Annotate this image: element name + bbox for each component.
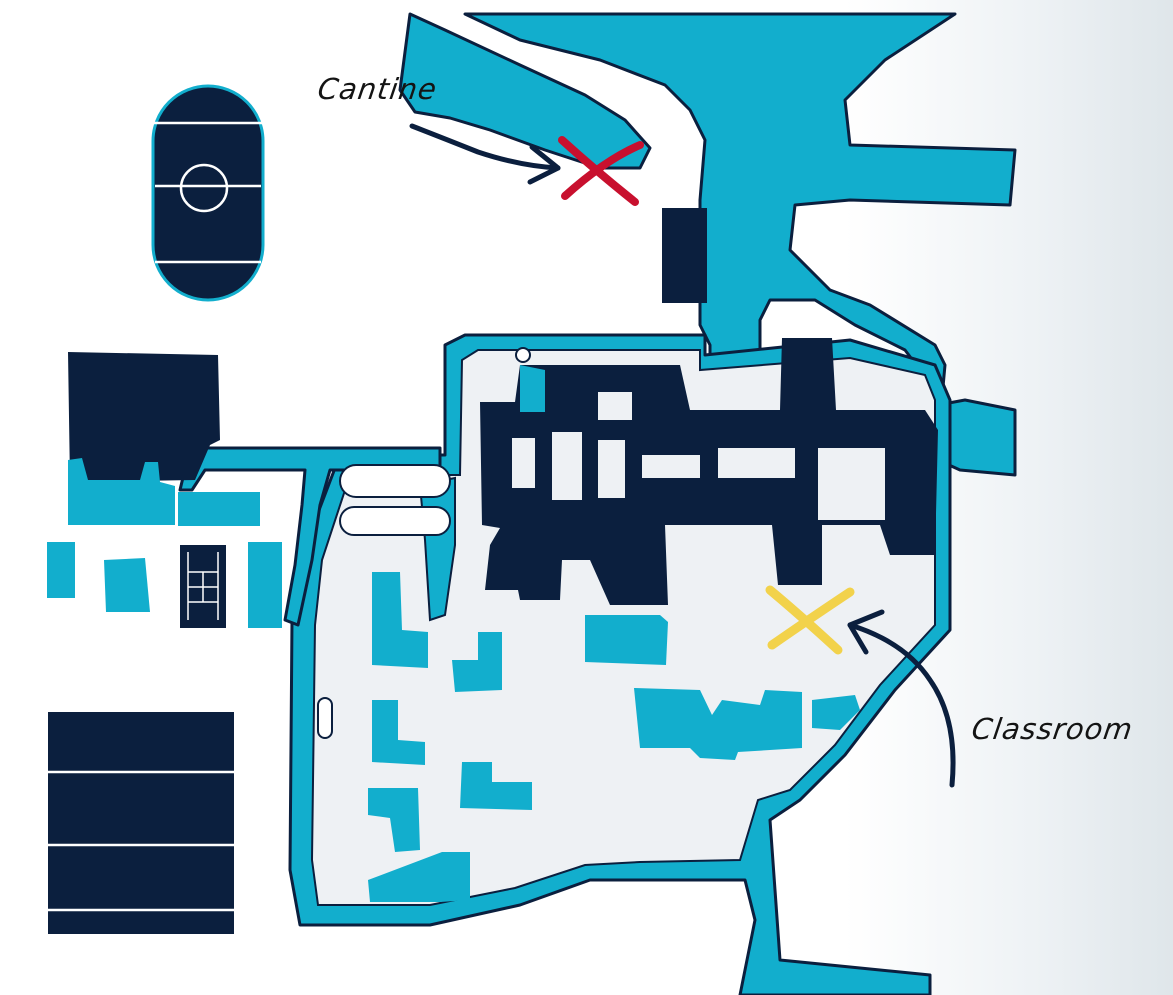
cantine-arrow	[409, 123, 561, 185]
north-building	[662, 208, 707, 303]
stadium	[151, 84, 265, 302]
building-stub	[520, 365, 545, 412]
small-oval	[317, 697, 333, 739]
building-node	[515, 347, 531, 363]
cantine-label: Cantine	[315, 72, 440, 106]
southwest-building	[48, 712, 234, 934]
parking-oval-top	[339, 464, 451, 498]
parking-oval-bottom	[339, 506, 451, 536]
cantine-x-mark-icon	[558, 136, 644, 206]
classroom-label: Classroom	[969, 712, 1136, 746]
west-block	[68, 352, 260, 526]
main-building-complex	[480, 338, 938, 605]
tennis-court	[180, 545, 226, 628]
west-small-blocks	[47, 542, 282, 628]
campus-blocks	[368, 572, 860, 902]
cantine-strip	[398, 12, 652, 170]
classroom-arrow	[847, 609, 956, 788]
classroom-x-mark-icon	[765, 585, 855, 655]
